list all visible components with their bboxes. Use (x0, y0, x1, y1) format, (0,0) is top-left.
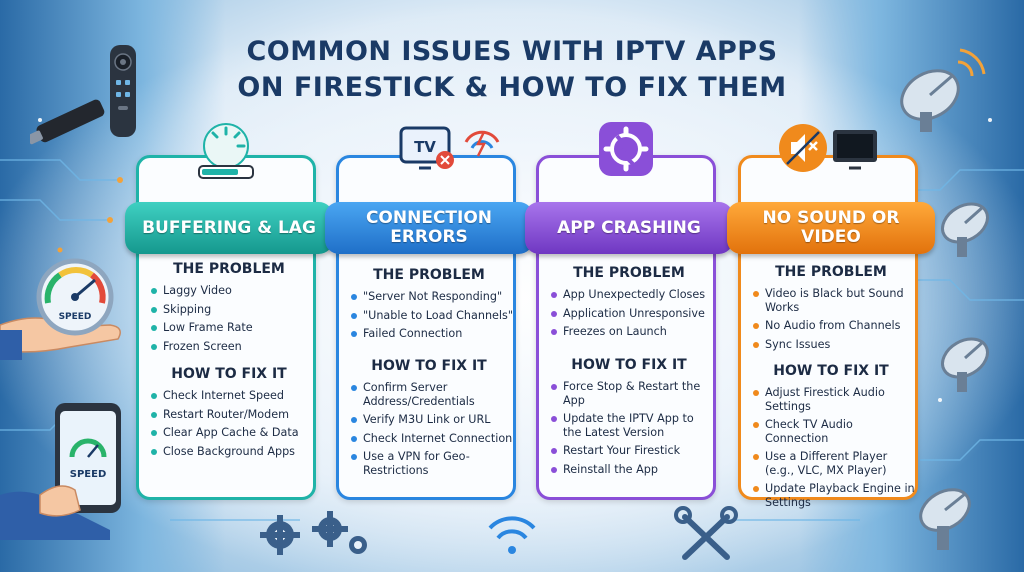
list-item: Restart Your Firestick (551, 444, 715, 458)
page-title: COMMON ISSUES WITH IPTV APPS ON FIRESTIC… (190, 34, 834, 106)
card-banner: BUFFERING & LAG (125, 202, 333, 254)
problem-list: Laggy Video Skipping Low Frame Rate Froz… (151, 284, 315, 358)
phone-speed-icon: SPEED (0, 403, 121, 540)
card-connection: TV CONNECTION ERRORS THE PROBLEM "Server… (325, 126, 533, 500)
problem-heading: THE PROBLEM (573, 265, 685, 281)
fix-heading: HOW TO FIX IT (371, 358, 487, 374)
satellite-dish-icon-4 (919, 488, 971, 550)
broken-gear-icon (591, 116, 661, 186)
list-item: Video is Black but Sound Works (753, 287, 917, 314)
list-item: Clear App Cache & Data (151, 426, 315, 440)
list-item: Failed Connection (351, 327, 515, 341)
problem-heading: THE PROBLEM (775, 264, 887, 280)
fix-heading: HOW TO FIX IT (171, 366, 287, 382)
list-item: Confirm Server Address/Credentials (351, 381, 515, 408)
gears-icon (260, 511, 367, 555)
card-title: APP CRASHING (557, 217, 701, 238)
card-no-sound: NO SOUND OR VIDEO THE PROBLEM Video is B… (727, 124, 935, 509)
broken-wifi-icon (464, 130, 500, 157)
list-item: Update the IPTV App to the Latest Versio… (551, 412, 715, 439)
list-item: "Unable to Load Channels" (351, 309, 515, 323)
list-item: App Unexpectedly Closes (551, 288, 715, 302)
list-item: Freezes on Launch (551, 325, 715, 339)
wrench-tools-icon (674, 506, 738, 560)
list-item: Force Stop & Restart the App (551, 380, 715, 407)
wifi-icon (488, 516, 536, 554)
card-banner: APP CRASHING (525, 202, 733, 254)
list-item: "Server Not Responding" (351, 290, 515, 304)
tv-label: TV (414, 138, 436, 156)
fix-list: Adjust Firestick Audio Settings Check TV… (753, 386, 917, 514)
problem-heading: THE PROBLEM (373, 267, 485, 283)
tv-error-icon: TV (391, 116, 461, 186)
list-item: Use a VPN for Geo-Restrictions (351, 450, 515, 477)
list-item: Check Internet Connection (351, 432, 515, 446)
title-line-1: COMMON ISSUES WITH IPTV APPS (246, 36, 778, 67)
card-title: BUFFERING & LAG (142, 217, 316, 238)
list-item: Laggy Video (151, 284, 315, 298)
list-item: Low Frame Rate (151, 321, 315, 335)
loading-bar-icon (191, 116, 261, 186)
list-item: Check Internet Speed (151, 389, 315, 403)
list-item: Close Background Apps (151, 445, 315, 459)
speedometer-hand-icon: SPEED (0, 258, 121, 360)
satellite-dish-icon-3 (941, 337, 989, 392)
card-buffering: BUFFERING & LAG THE PROBLEM Laggy Video … (125, 123, 333, 500)
list-item: Adjust Firestick Audio Settings (753, 386, 917, 413)
list-item: Sync Issues (753, 338, 917, 352)
fix-list: Force Stop & Restart the App Update the … (551, 380, 715, 481)
list-item: No Audio from Channels (753, 319, 917, 333)
mute-tv-icon (773, 116, 883, 186)
list-item: Skipping (151, 303, 315, 317)
problem-list: App Unexpectedly Closes Application Unre… (551, 288, 715, 344)
card-title: CONNECTION ERRORS (365, 208, 493, 247)
fix-heading: HOW TO FIX IT (773, 363, 889, 379)
list-item: Verify M3U Link or URL (351, 413, 515, 427)
list-item: Application Unresponsive (551, 307, 715, 321)
fix-heading: HOW TO FIX IT (571, 357, 687, 373)
satellite-dish-icon-2 (941, 202, 989, 257)
fix-list: Confirm Server Address/Credentials Verif… (351, 381, 515, 482)
satellite-dish-icon (900, 48, 986, 132)
list-item: Update Playback Engine in Settings (753, 482, 917, 509)
speed-label-hand: SPEED (59, 312, 92, 322)
fix-list: Check Internet Speed Restart Router/Mode… (151, 389, 315, 463)
list-item: Restart Router/Modem (151, 408, 315, 422)
list-item: Reinstall the App (551, 463, 715, 477)
firestick-remote-icon (30, 45, 136, 145)
list-item: Use a Different Player (e.g., VLC, MX Pl… (753, 450, 917, 477)
problem-list: Video is Black but Sound Works No Audio … (753, 287, 917, 356)
problem-heading: THE PROBLEM (173, 261, 285, 277)
speed-label-phone: SPEED (70, 469, 107, 480)
problem-list: "Server Not Responding" "Unable to Load … (351, 290, 515, 346)
title-line-2: ON FIRESTICK & HOW TO FIX THEM (237, 72, 787, 103)
list-item: Check TV Audio Connection (753, 418, 917, 445)
card-title: NO SOUND OR VIDEO (762, 208, 900, 247)
card-app-crashing: APP CRASHING THE PROBLEM App Unexpectedl… (525, 122, 733, 500)
list-item: Frozen Screen (151, 340, 315, 354)
card-banner: CONNECTION ERRORS (325, 202, 533, 254)
card-banner: NO SOUND OR VIDEO (727, 202, 935, 254)
